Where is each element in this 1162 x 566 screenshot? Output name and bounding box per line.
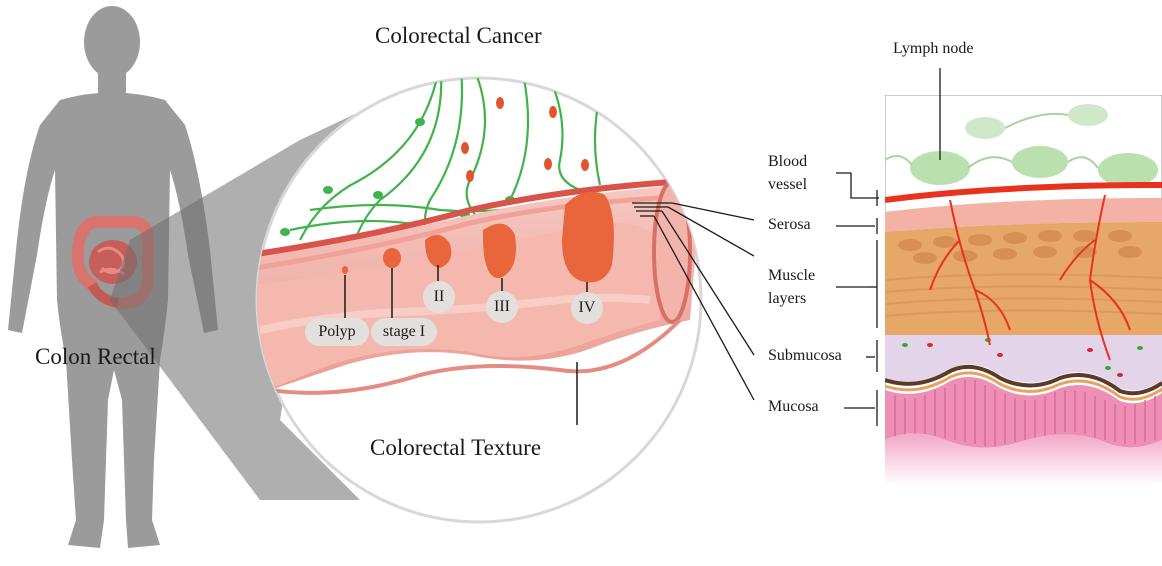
colorectal-cancer-title: Colorectal Cancer [375,23,542,49]
muscle-layers-line1: Muscle [768,264,815,287]
serosa-label: Serosa [768,216,811,234]
colorectal-texture-title: Colorectal Texture [370,435,541,461]
submucosa-label: Submucosa [768,347,842,365]
lymph-node-label: Lymph node [893,40,973,58]
stage-label-1: stage I [371,318,437,346]
stage-label-2: II [423,281,455,313]
colon-rectal-label: Colon Rectal [35,344,156,370]
muscle-layers-line2: layers [768,287,815,310]
blood-vessel-line1: Blood [768,150,807,173]
blood-vessel-label: Blood vessel [768,150,807,196]
stage-label-polyp: Polyp [305,318,369,346]
muscle-layers-label: Muscle layers [768,264,815,310]
mucosa-label: Mucosa [768,398,819,416]
blood-vessel-line2: vessel [768,173,807,196]
stage-label-4: IV [571,292,603,324]
stage-label-3: III [486,291,518,323]
tissue-cross-section [885,95,1162,485]
